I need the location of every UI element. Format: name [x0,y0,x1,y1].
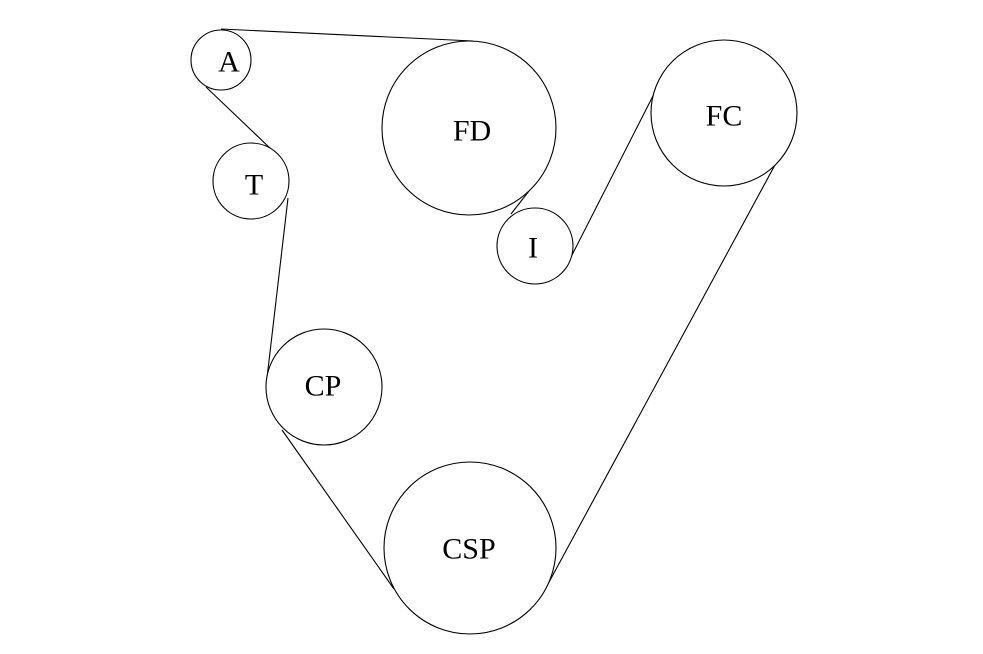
belt-segment-csp-cp [281,429,395,590]
belt [205,28,783,590]
pulley-fd-circle [381,40,557,216]
pulley-i: I [496,207,574,285]
pulley-t: T [212,142,290,220]
pulley-cp-label: CP [305,370,342,403]
pulley-i-circle [496,207,574,285]
pulley-a-circle [190,29,252,91]
belt-segment-fc-csp [547,151,783,585]
pulley-fc-label: FC [706,100,743,133]
pulley-csp: CSP [383,461,557,635]
pulley-a: A [190,29,252,91]
belt-segment-t-a [205,86,273,151]
pulley-fc: FC [650,39,798,187]
pulley-csp-label: CSP [442,533,495,566]
belt-segment-cp-t [266,197,289,379]
pulley-i-label: I [528,232,538,265]
pulley-a-label: A [218,46,240,79]
pulley-csp-circle [383,461,557,635]
pulley-fd: FD [381,40,557,216]
pulley-cp-circle [265,328,383,446]
pulley-fd-label: FD [453,115,491,148]
pulley-fc-circle [650,39,798,187]
pulley-t-label: T [245,169,263,202]
pulley-cp: CP [265,328,383,446]
belt-segment-a-fd [220,28,474,42]
pulley-t-circle [212,142,290,220]
belt-segment-fd-i [510,190,530,215]
belt-segment-i-fc [570,89,657,258]
